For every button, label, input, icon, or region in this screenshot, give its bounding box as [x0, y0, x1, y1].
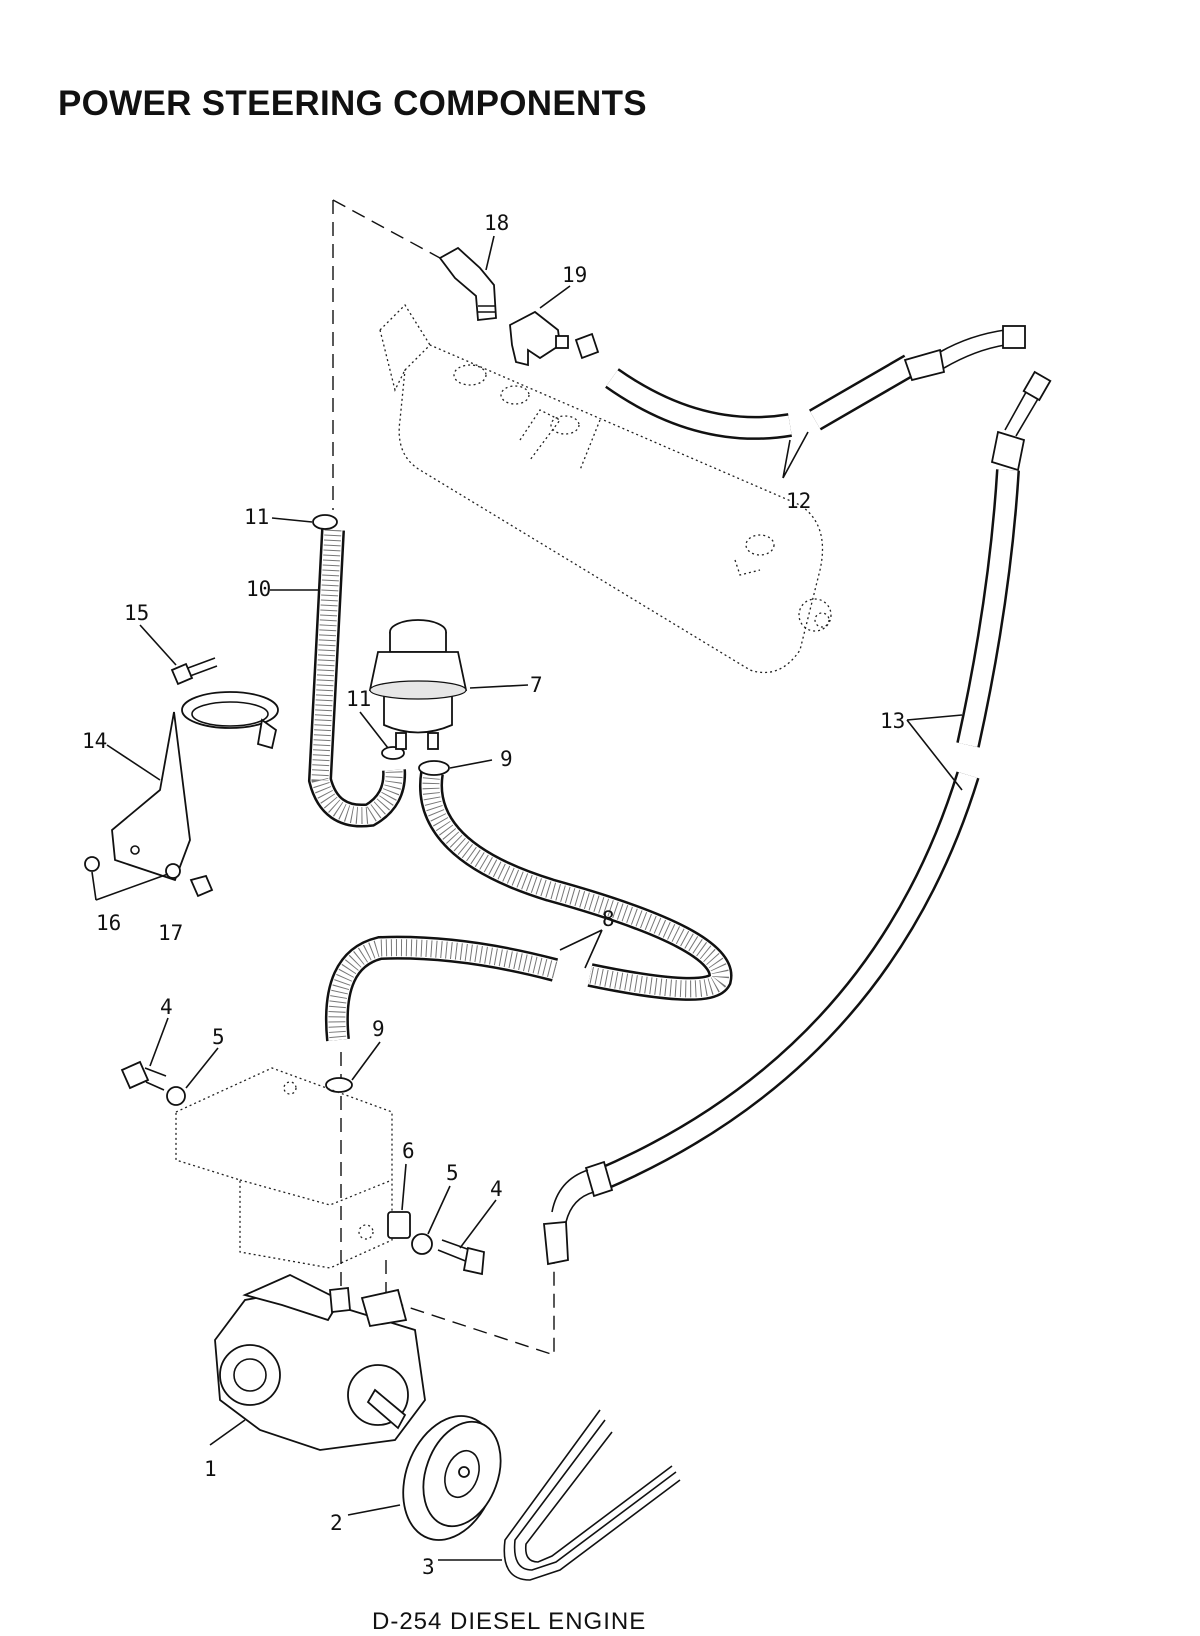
hose-8 [324, 771, 733, 1042]
callout-1: 1 [204, 1457, 217, 1481]
hose-13 [543, 370, 1052, 1266]
hose-12 [605, 325, 1026, 440]
clamp-9-lower [325, 1077, 353, 1093]
washer-5-left [166, 1086, 186, 1106]
guide-line-top [332, 199, 441, 259]
power-steering-pump-1 [214, 1274, 426, 1451]
callout-14: 14 [82, 729, 107, 753]
elbow-fitting-18 [438, 246, 497, 321]
callout-7: 7 [530, 673, 543, 697]
bolt-4-right [437, 1239, 485, 1276]
callout-19: 19 [562, 263, 587, 287]
callout-11-upper: 11 [244, 505, 269, 529]
bracket-14 [111, 691, 279, 882]
callout-4-left: 4 [160, 995, 173, 1019]
callout-2: 2 [330, 1511, 343, 1535]
drive-belt-3 [503, 1409, 681, 1581]
washer-16-left [84, 856, 100, 872]
callout-9-lower: 9 [372, 1017, 385, 1041]
clamp-9-upper [418, 760, 450, 776]
tee-fitting-19 [509, 310, 600, 367]
callout-15: 15 [124, 601, 149, 625]
diagram-caption: D-254 DIESEL ENGINE [372, 1608, 647, 1635]
clamp-11-lower [381, 746, 405, 760]
callout-3: 3 [422, 1555, 435, 1579]
nut-17 [189, 874, 214, 898]
spacer-6 [387, 1211, 411, 1239]
callout-5-right: 5 [446, 1161, 459, 1185]
clamp-11-upper [312, 514, 338, 530]
bolt-4-left [120, 1060, 167, 1091]
reservoir-7 [368, 619, 468, 750]
pulley-2 [402, 1415, 502, 1541]
page-title: POWER STEERING COMPONENTS [58, 84, 647, 123]
callout-10: 10 [246, 577, 271, 601]
washer-5-right [411, 1233, 433, 1255]
hose-10 [307, 529, 407, 828]
callout-13: 13 [880, 709, 905, 733]
callout-11-lower: 11 [346, 687, 371, 711]
callout-9-upper: 9 [500, 747, 513, 771]
callout-16: 16 [96, 911, 121, 935]
steering-cylinder [379, 303, 832, 674]
bolt-15 [170, 657, 218, 686]
washer-16-right [165, 863, 181, 879]
callout-6: 6 [402, 1139, 415, 1163]
callout-17: 17 [158, 921, 183, 945]
pump-mounting-bracket [175, 1067, 393, 1269]
callout-12: 12 [786, 489, 811, 513]
leader-lines [91, 235, 963, 1561]
callout-5-left: 5 [212, 1025, 225, 1049]
callout-4-right: 4 [490, 1177, 503, 1201]
callout-8: 8 [602, 907, 615, 931]
callout-18: 18 [484, 211, 509, 235]
